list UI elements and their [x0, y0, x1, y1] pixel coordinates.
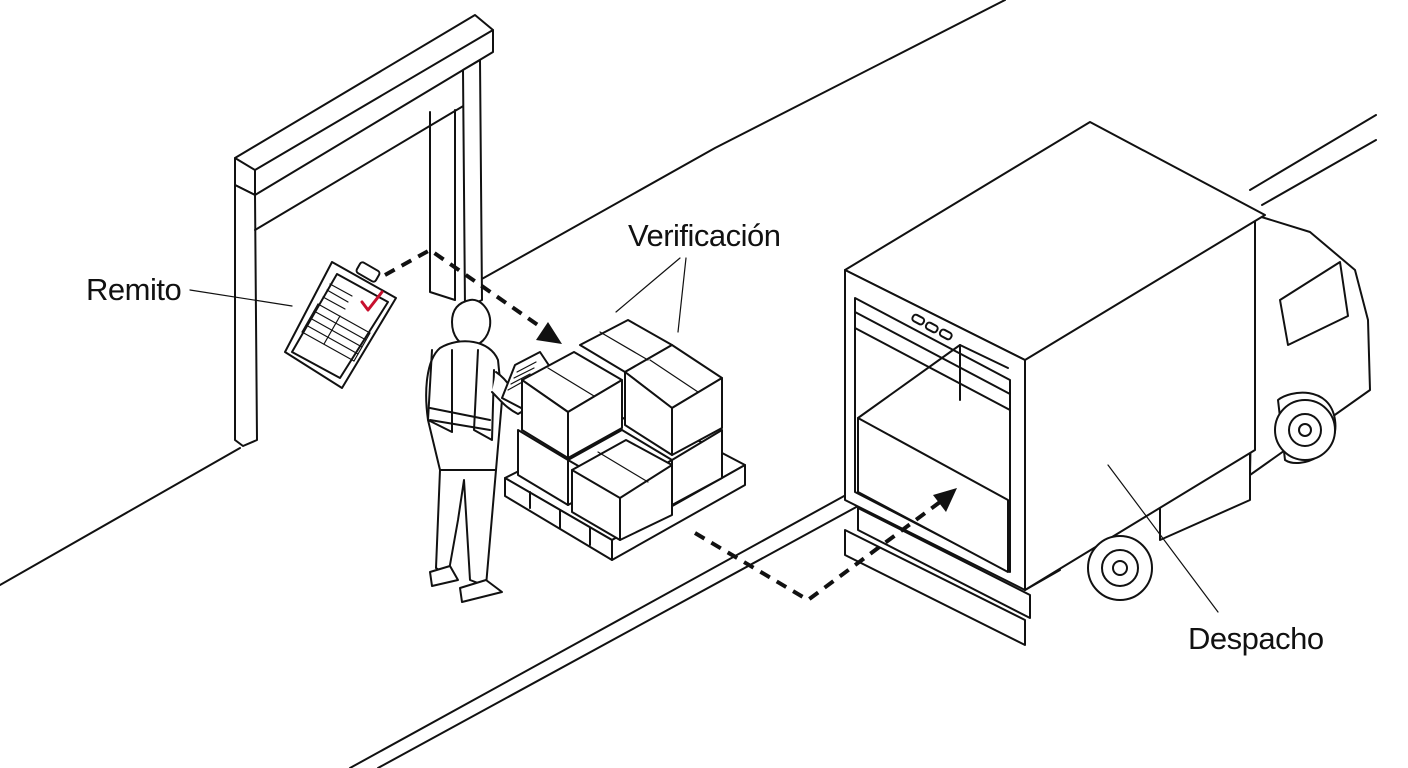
worker-figure: [425, 298, 529, 603]
leader-lines: [189, 257, 1219, 613]
dock-floor: [0, 0, 1377, 768]
remito-label: Remito: [86, 272, 181, 307]
dock-door: [234, 14, 494, 447]
verificacion-label: Verificación: [628, 218, 781, 253]
check-mark-icon: [360, 290, 384, 312]
clipboard-icon: [284, 261, 397, 389]
flow-arrows: [384, 247, 957, 603]
despacho-label: Despacho: [1188, 621, 1324, 656]
pallet-with-boxes: [504, 319, 746, 561]
delivery-truck: [844, 121, 1371, 646]
